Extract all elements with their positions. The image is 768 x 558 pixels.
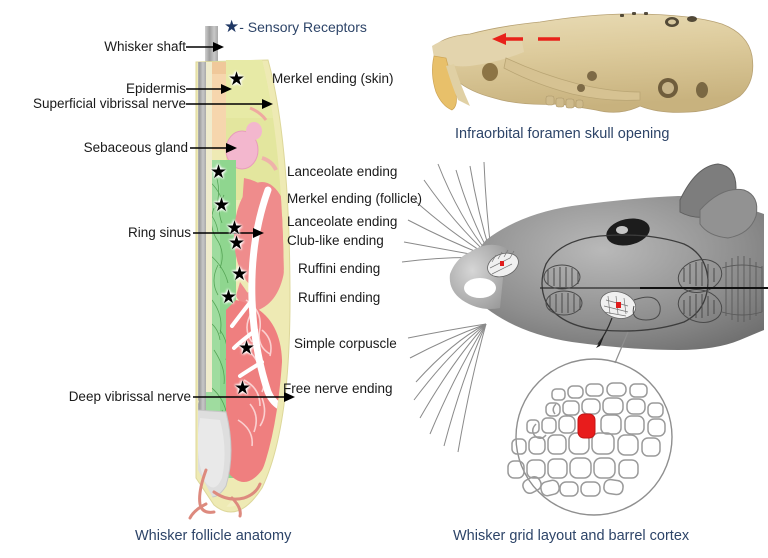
zygomatic-arch (503, 57, 641, 101)
barrel-field-patch-lower (596, 291, 661, 348)
follicle-shaft (198, 62, 206, 462)
star-icon: ★ (224, 17, 240, 36)
bulla-inner (662, 82, 674, 94)
caption-follicle: Whisker follicle anatomy (135, 528, 292, 544)
caption-skull: Infraorbital foramen skull opening (455, 126, 670, 142)
barrel-cortex-magnifier (515, 358, 673, 516)
label-club-like-ending: Club-like ending (287, 233, 384, 248)
cavernous-sinus (226, 300, 283, 482)
label-ruffini-ending-1: Ruffini ending (298, 261, 381, 276)
arrow-deep-vibrissal-nerve (193, 392, 295, 402)
foramen-2 (577, 84, 585, 92)
star-icon: ★ (210, 162, 228, 183)
label-superficial-vibrissal-nerve: Superficial vibrissal nerve (32, 96, 186, 111)
highlighted-barrel (577, 413, 596, 439)
star-icon: ★ (228, 233, 246, 254)
label-lanceolate-ending-2: Lanceolate ending (287, 214, 398, 229)
lower-duct (261, 156, 278, 171)
infraorbital-foramen (482, 63, 498, 81)
label-lanceolate-ending-1: Lanceolate ending (287, 164, 398, 179)
brainstem-nuclei (543, 264, 583, 316)
molar-row (545, 95, 584, 109)
label-simple-corpuscle: Simple corpuscle (294, 336, 397, 351)
arrow-sebaceous-gland (190, 143, 237, 153)
star-icon: ★ (234, 378, 252, 399)
legend-label: - Sensory Receptors (239, 19, 367, 35)
whisker-follicle-illustration (186, 26, 295, 520)
label-ruffini-ending-2: Ruffini ending (298, 290, 381, 305)
inner-root-sheath (206, 62, 212, 392)
label-epidermis: Epidermis (125, 81, 186, 96)
red-arrow-group (492, 33, 560, 45)
leader-arrows (186, 42, 295, 402)
nerve-branches (230, 298, 264, 378)
blood-vessels (188, 468, 262, 520)
arrow-superficial-vibrissal-nerve (186, 99, 273, 109)
label-sebaceous-gland: Sebaceous gland (83, 140, 188, 155)
sebaceous-duct (249, 106, 268, 121)
whisker-fan-lower (407, 323, 487, 453)
arrow-ring-sinus (193, 228, 264, 238)
rat-eye (606, 218, 650, 246)
ring-sinus-body (234, 182, 284, 290)
caption-rat: Whisker grid layout and barrel cortex (453, 528, 690, 544)
star-icon: ★ (228, 69, 246, 90)
label-free-nerve-ending: Free nerve ending (283, 381, 393, 396)
label-merkel-ending-follicle: Merkel ending (follicle) (287, 191, 423, 206)
thalamus-barreloids (677, 259, 723, 323)
label-ring-sinus: Ring sinus (127, 225, 191, 240)
skull-illustration (432, 12, 754, 113)
label-merkel-ending-skin: Merkel ending (skin) (272, 71, 394, 86)
nose-highlight (464, 278, 496, 298)
arrow-whisker-shaft (186, 42, 224, 52)
star-icon: ★ (231, 264, 249, 285)
rat-ear-right (699, 188, 758, 239)
skull-markings (620, 12, 697, 27)
star-icon: ★ (220, 287, 238, 308)
star-icon: ★ (213, 195, 231, 216)
barrel-highlight-lower (616, 302, 621, 308)
barrel-highlight-upper (500, 261, 504, 266)
sebaceous-lobule (246, 122, 262, 140)
whisker-shaft-graphic (205, 26, 218, 70)
foramen-magnum (696, 82, 708, 98)
label-deep-vibrissal-nerve: Deep vibrissal nerve (68, 389, 191, 404)
incisor-root (446, 64, 470, 106)
star-icon: ★ (226, 218, 244, 239)
rat-head-illustration (401, 161, 768, 516)
foramen-1 (587, 71, 597, 81)
magnifier-leader (614, 331, 629, 364)
star-icon: ★ (238, 338, 256, 359)
eye-highlight (616, 226, 628, 234)
legend: ★- Sensory Receptors (224, 18, 367, 35)
label-whisker-shaft: Whisker shaft (104, 39, 186, 54)
whisker-fan-upper (401, 161, 493, 263)
arrow-epidermis (186, 84, 232, 94)
barrel-field-patch-upper (487, 249, 519, 278)
